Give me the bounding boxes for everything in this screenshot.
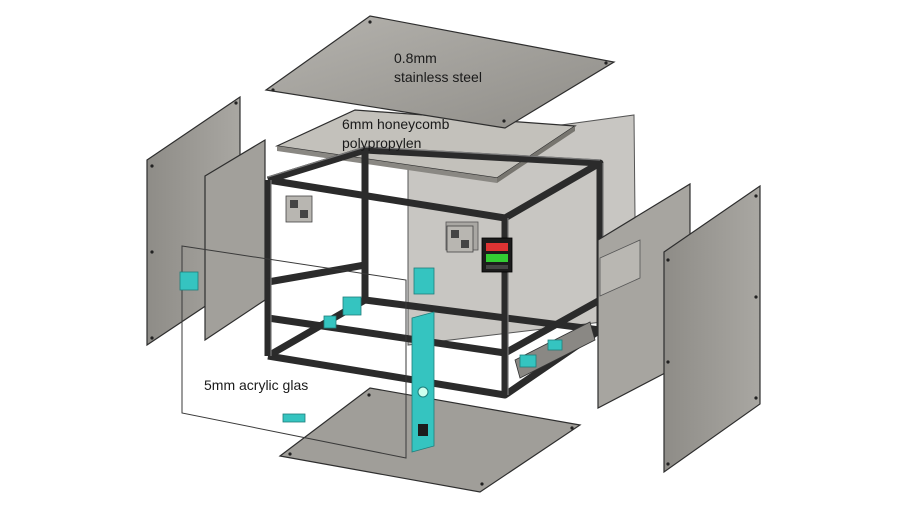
- corner-bracket-right: [446, 225, 474, 253]
- label-acrylic: 5mm acrylic glas: [204, 377, 309, 393]
- label-bed-thickness: 6mm honeycomb: [342, 116, 450, 132]
- acrylic-front-panel: [181, 245, 407, 459]
- right-outer-panel: [663, 184, 761, 474]
- base-mechanics: [323, 315, 596, 379]
- corner-bracket-left: [285, 195, 313, 223]
- acrylic-hinges: [179, 271, 362, 423]
- label-steel-thickness: 0.8mm: [394, 50, 437, 66]
- left-inner-panel: [204, 138, 266, 342]
- label-bed-material: polypropylen: [342, 135, 422, 151]
- temperature-controller: [481, 237, 513, 273]
- label-steel-material: stainless steel: [394, 69, 482, 85]
- electronics-strip: [411, 267, 435, 453]
- stainless-steel-plate: [264, 15, 616, 129]
